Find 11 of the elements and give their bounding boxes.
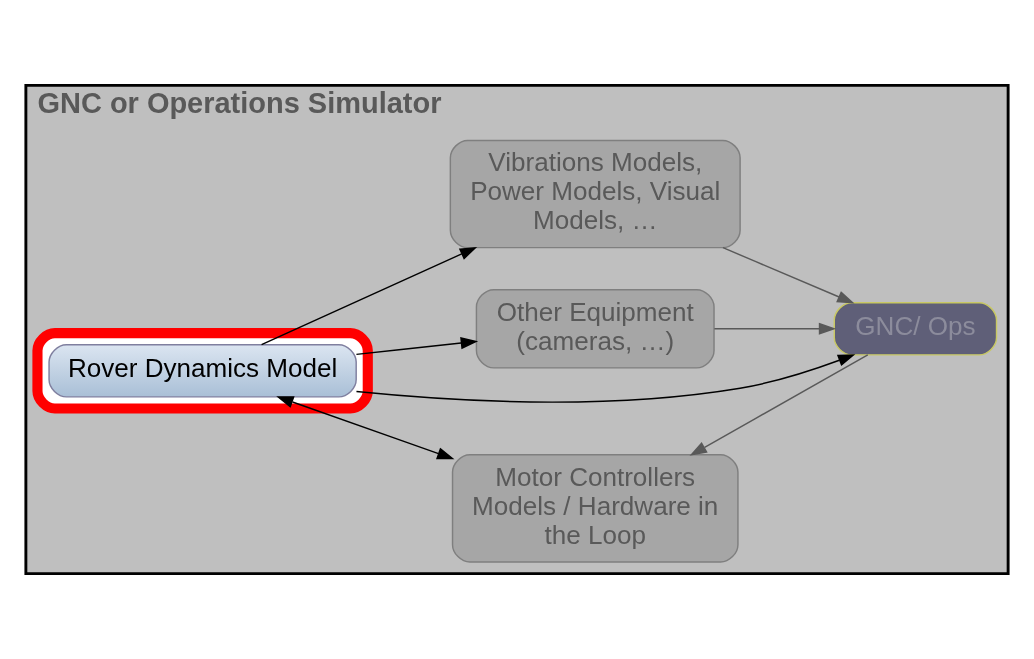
node-box: Other Equipment (cameras, …) (475, 288, 715, 369)
arrow (689, 354, 869, 456)
cluster (32, 328, 373, 414)
arrow (355, 354, 856, 403)
arrow (276, 396, 455, 460)
node-box: Motor Controllers Models / Hardware in the Loop (451, 454, 739, 563)
node-box: Vibrations Models, Power Models, Visual Models, … (449, 139, 741, 249)
arrow (722, 246, 855, 304)
arrow (713, 322, 837, 335)
node-box: Rover Dynamics Model (48, 344, 357, 398)
arrow (355, 337, 479, 356)
